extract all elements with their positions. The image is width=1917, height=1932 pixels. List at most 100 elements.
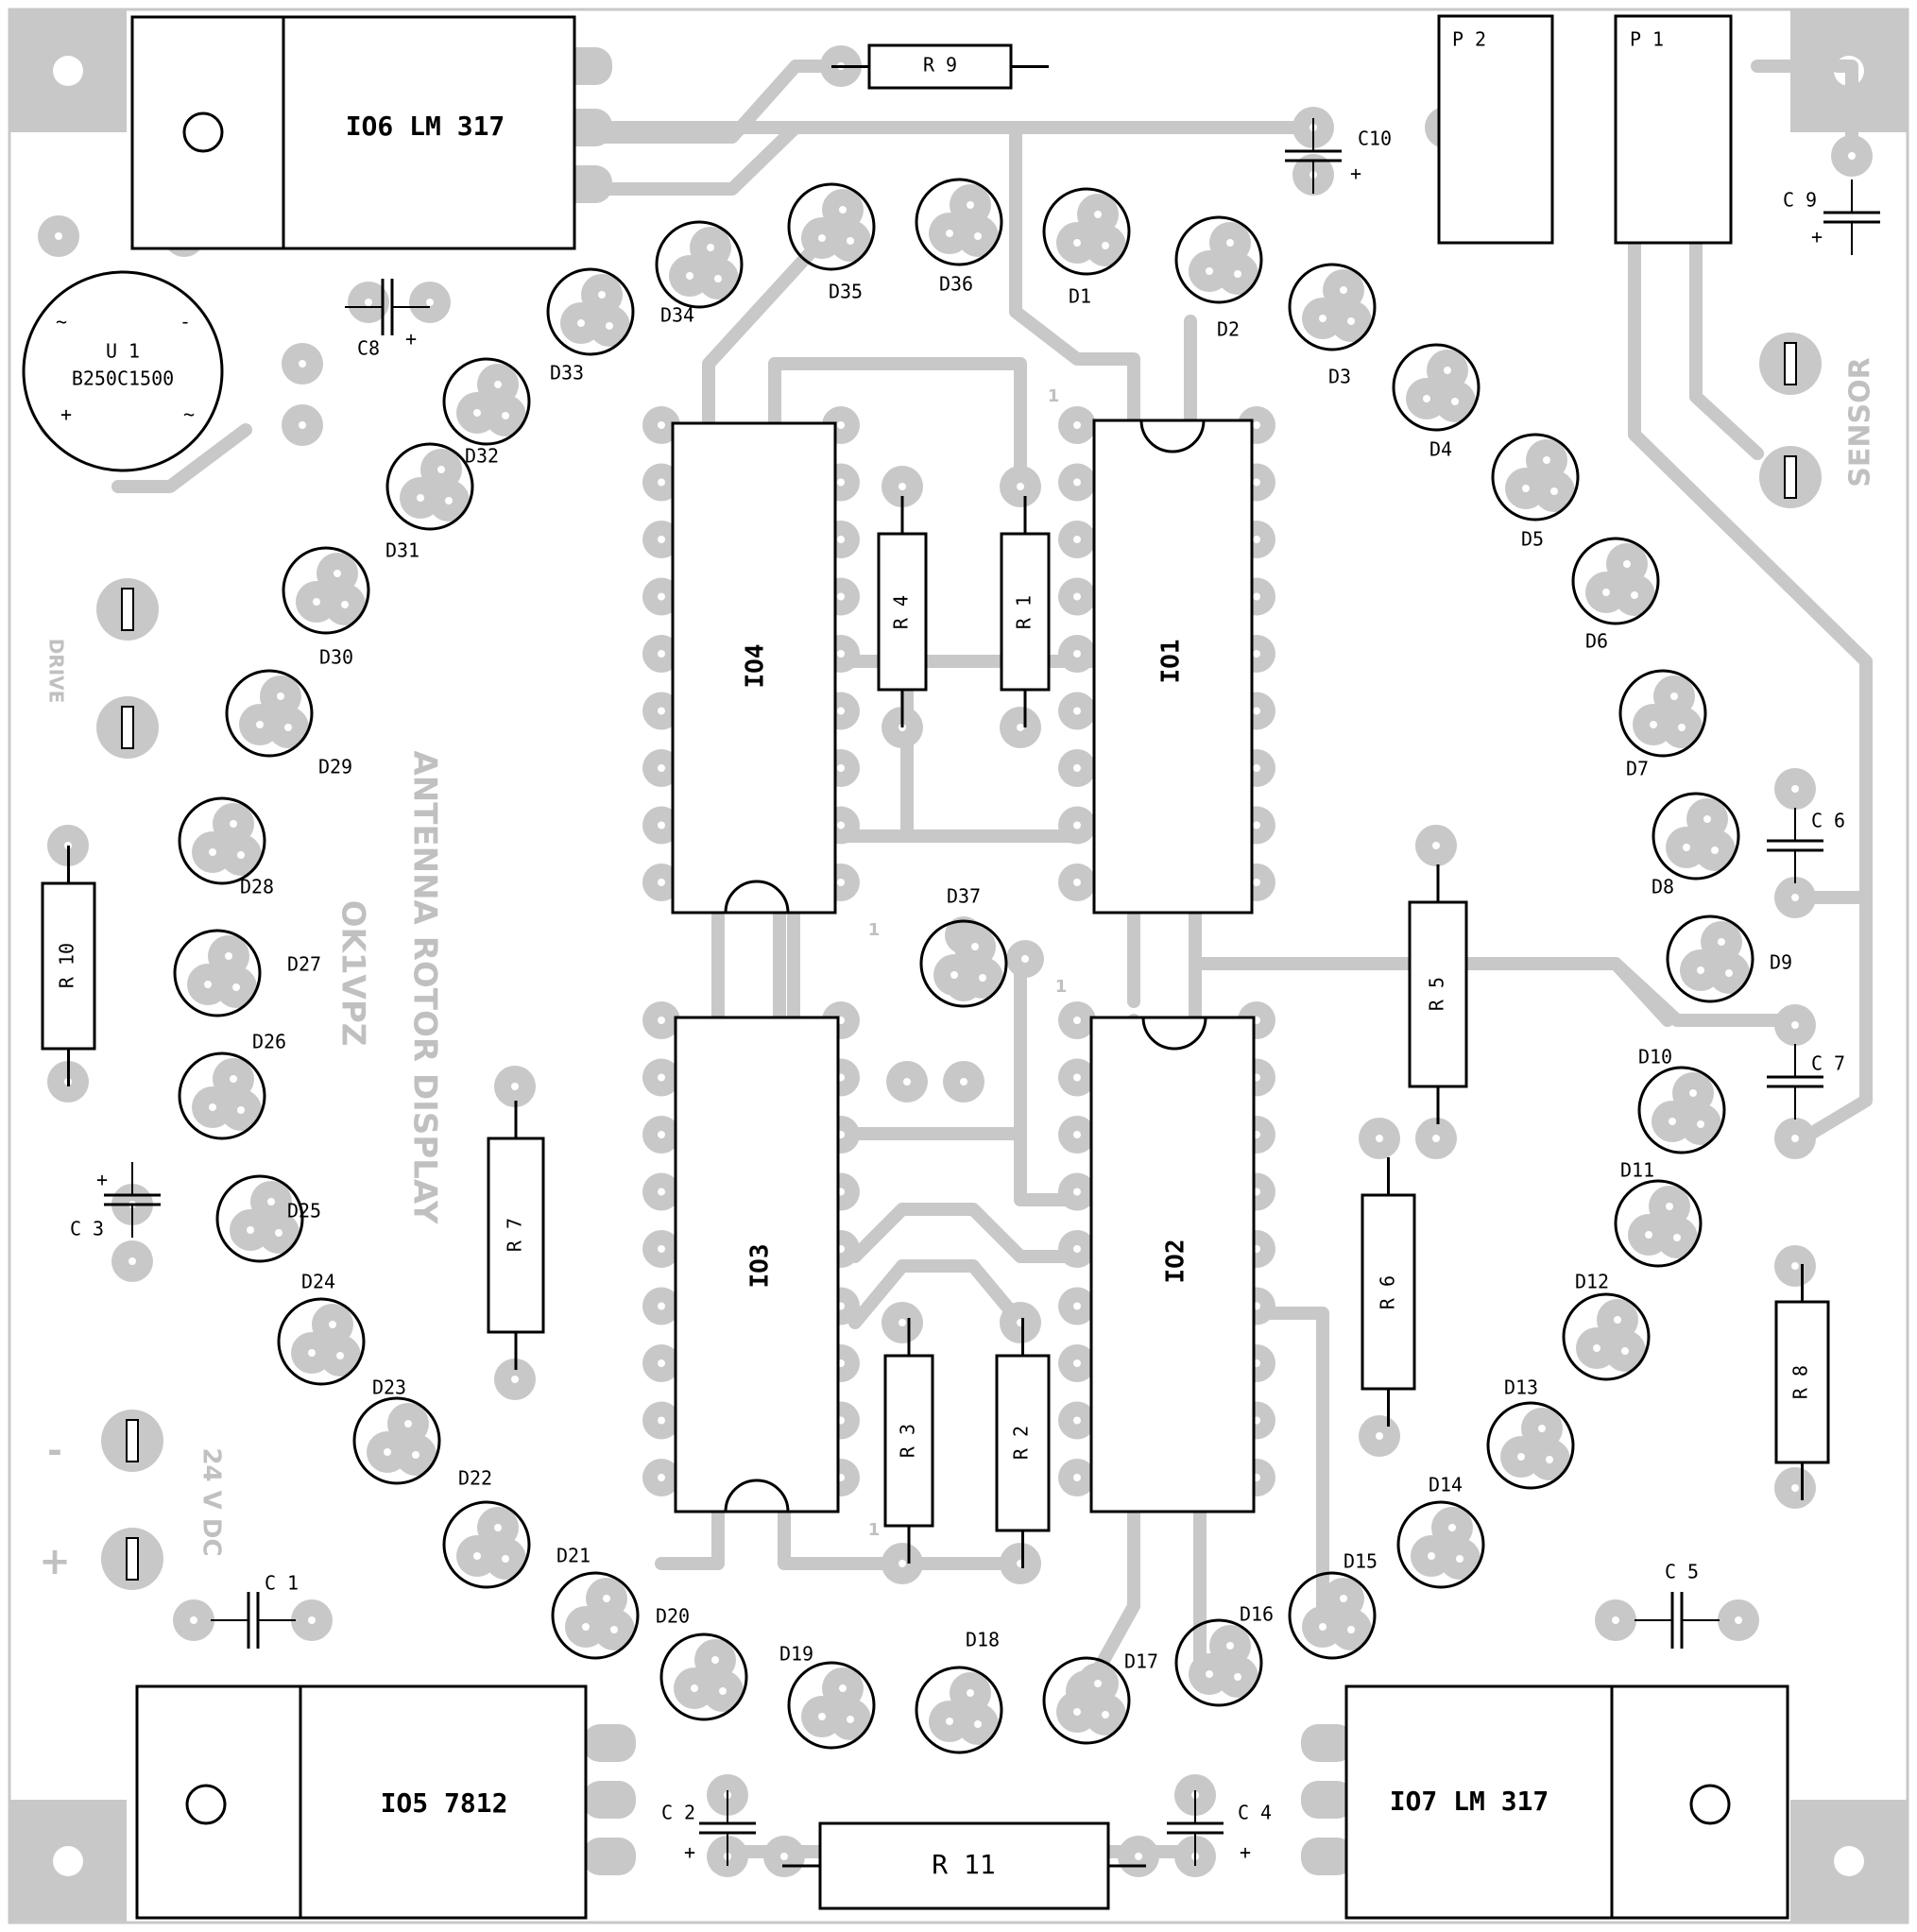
solder-pad: [1301, 1838, 1354, 1875]
led-d25-label: D25: [287, 1200, 321, 1222]
resistor-r9-label: R 9: [923, 54, 957, 77]
drill-hole: [1073, 1073, 1081, 1082]
led-d9-label: D9: [1770, 951, 1792, 974]
led-d15-label: D15: [1344, 1550, 1378, 1573]
led-d21-label: D21: [556, 1545, 591, 1567]
board-edge: [8, 8, 1909, 1924]
drill-hole: [686, 272, 693, 280]
led-d36-label: D36: [939, 273, 973, 296]
led-d19-label: D19: [779, 1643, 813, 1666]
drill-hole: [658, 1131, 665, 1138]
drill-hole: [1673, 1234, 1681, 1241]
rectifier-part: B250C1500: [72, 368, 174, 390]
capacitor-c7-label: C 7: [1811, 1052, 1845, 1075]
drill-hole: [658, 478, 665, 487]
drill-hole: [1340, 286, 1347, 294]
drill-hole: [1135, 1853, 1142, 1860]
drill-hole: [711, 1656, 719, 1664]
drill-hole: [1073, 707, 1081, 715]
led-d19: [787, 1661, 876, 1750]
resistor-r6: [1361, 1193, 1416, 1391]
drill-hole: [1669, 1118, 1676, 1125]
drill-hole: [256, 721, 264, 728]
led-d36: [915, 178, 1003, 266]
polarity-mark: +: [1350, 162, 1361, 185]
drill-hole: [1340, 1595, 1347, 1602]
drill-hole: [1718, 938, 1725, 946]
drill-hole: [1253, 650, 1260, 658]
drill-hole: [1432, 1135, 1440, 1142]
led-d17-label: D17: [1124, 1650, 1158, 1673]
led-d11: [1614, 1179, 1703, 1268]
drill-hole: [1253, 707, 1260, 715]
drill-hole: [658, 1416, 665, 1425]
ic-io4-label: IO4: [742, 644, 770, 689]
drill-hole: [128, 1257, 136, 1265]
copper-trace: [1689, 173, 1764, 460]
connector-p1: [1614, 14, 1733, 245]
drill-hole: [225, 952, 232, 960]
drill-hole: [247, 1226, 254, 1234]
terminal-slot: [126, 1419, 139, 1462]
led-d21: [551, 1571, 640, 1660]
drill-hole: [494, 381, 502, 388]
capacitor-c2-label: C 2: [661, 1802, 695, 1824]
copper-trace: [768, 357, 1027, 493]
led-d8-label: D8: [1652, 876, 1674, 898]
drill-hole: [837, 879, 845, 886]
drill-hole: [598, 291, 606, 299]
supply-minus-mark: -: [47, 1430, 62, 1472]
resistor-r4: [877, 532, 928, 692]
drill-hole: [1451, 398, 1459, 405]
drill-hole: [1428, 1552, 1435, 1560]
capacitor-c1-label: C 1: [265, 1572, 299, 1595]
sensor-label: SENSOR: [1844, 357, 1877, 487]
led-d6: [1571, 537, 1660, 625]
rectifier-neg-mark: -: [180, 311, 191, 333]
drill-hole: [1073, 650, 1081, 658]
drill-hole: [1631, 591, 1638, 599]
drill-hole: [658, 821, 665, 829]
solder-pad: [1301, 1724, 1354, 1762]
regulator-io6-label: IO6 LM 317: [346, 111, 505, 142]
drill-hole: [1432, 842, 1440, 849]
drill-hole: [1021, 955, 1029, 963]
drill-hole: [837, 707, 845, 715]
resistor-r4-label: R 4: [890, 595, 913, 629]
led-d20-label: D20: [656, 1605, 690, 1628]
drill-hole: [837, 536, 845, 543]
led-d8: [1652, 792, 1740, 881]
supply-label: 24 V DC: [197, 1447, 226, 1556]
drill-hole: [1234, 270, 1241, 278]
drill-hole: [1670, 692, 1678, 700]
drill-hole: [277, 692, 284, 700]
led-d15: [1288, 1571, 1377, 1660]
capacitor-c5-label: C 5: [1665, 1561, 1699, 1583]
drill-hole: [1848, 152, 1856, 160]
led-d3-label: D3: [1328, 366, 1351, 388]
drill-hole: [1073, 1188, 1081, 1196]
drill-hole: [610, 1626, 618, 1633]
drill-hole: [780, 1853, 788, 1860]
led-d7-label: D7: [1626, 758, 1649, 780]
drill-hole: [1073, 821, 1081, 829]
drill-hole: [946, 1718, 953, 1725]
drill-hole: [847, 1716, 854, 1723]
led-d14: [1396, 1500, 1485, 1589]
drill-hole: [1602, 589, 1610, 596]
drill-hole: [967, 201, 974, 209]
led-d32: [442, 357, 531, 446]
drill-hole: [658, 421, 665, 429]
drill-hole: [1094, 211, 1102, 218]
led-d34-label: D34: [660, 304, 694, 327]
drill-hole: [511, 1376, 519, 1383]
drill-hole: [837, 650, 845, 658]
drill-hole: [1206, 1670, 1213, 1678]
drill-hole: [1791, 1135, 1799, 1142]
connector-p2: [1437, 14, 1554, 245]
drill-hole: [1073, 1302, 1081, 1310]
drill-hole: [658, 707, 665, 715]
drill-hole: [336, 1352, 344, 1359]
drill-hole: [1683, 844, 1690, 851]
polarity-mark: +: [405, 328, 417, 350]
